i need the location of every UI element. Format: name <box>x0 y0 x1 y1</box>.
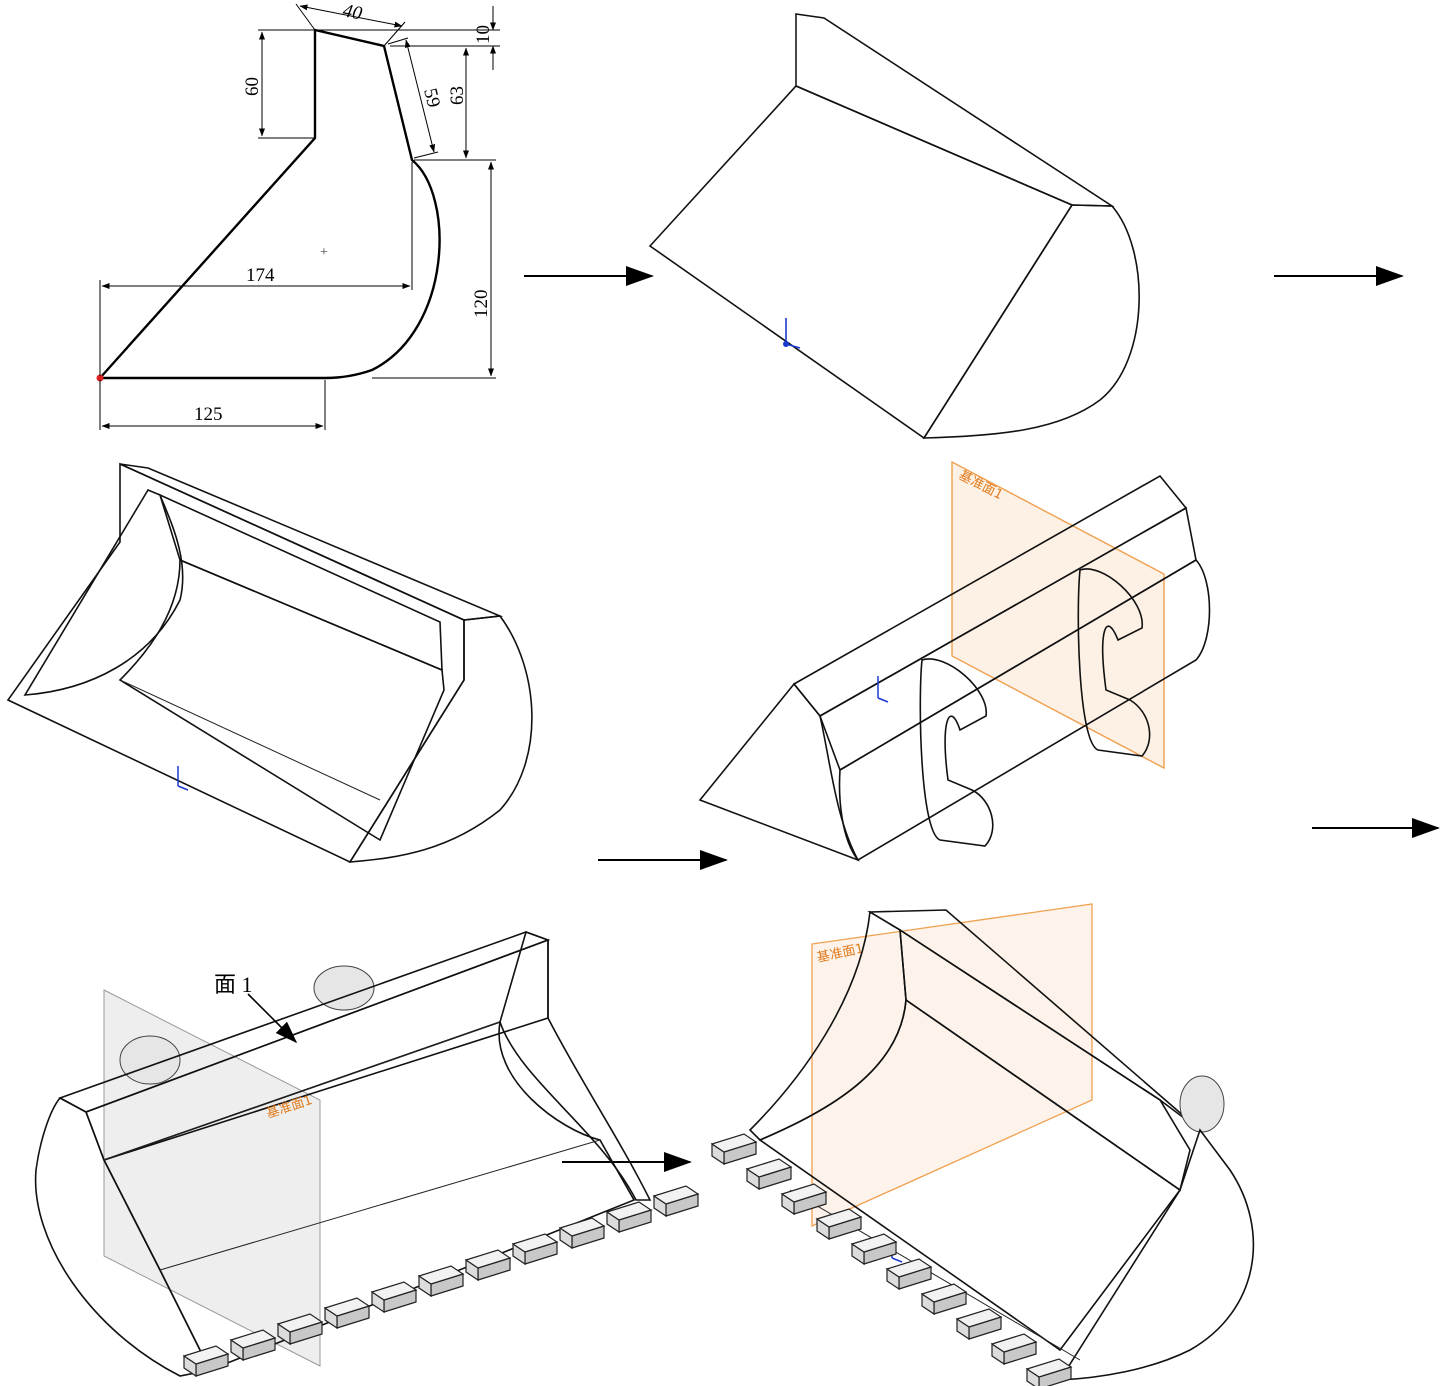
inner-side-face <box>23 488 184 696</box>
inner-surface <box>118 558 445 842</box>
right-side <box>499 930 652 1201</box>
tooth <box>745 1158 793 1178</box>
side-face <box>34 1096 212 1377</box>
dimension-60: 60 <box>242 29 315 139</box>
tooth <box>182 1345 230 1365</box>
blade-face <box>698 682 860 862</box>
svg-text:10: 10 <box>473 25 494 44</box>
side-face <box>922 204 1140 439</box>
tooth <box>652 1185 700 1205</box>
ear <box>1179 1075 1225 1133</box>
extruded-solid-panel <box>648 13 1140 440</box>
teeth-row <box>182 1185 700 1378</box>
reference-plane <box>951 460 1165 770</box>
tooth <box>815 1208 863 1228</box>
dimension-10: 10 <box>315 6 500 70</box>
tooth <box>605 1201 653 1221</box>
teeth-row <box>710 1133 1073 1386</box>
final-bucket-panel: 基准面1 <box>710 903 1255 1386</box>
svg-text:125: 125 <box>194 404 223 425</box>
svg-text:174: 174 <box>246 265 275 286</box>
ear-left <box>313 965 375 1011</box>
side-face <box>1058 1128 1255 1381</box>
shelled-bucket-panel <box>6 462 533 864</box>
dimension-120: 120 <box>372 159 496 379</box>
top-wall-face <box>795 13 1115 207</box>
svg-text:63: 63 <box>447 86 468 105</box>
bucket-with-ears-panel: 基准面1 <box>698 460 1211 862</box>
tooth <box>710 1133 758 1153</box>
dimension-59: 59 <box>387 37 444 159</box>
sketch-profile <box>97 28 441 380</box>
tooth <box>276 1313 324 1333</box>
tooth <box>955 1308 1003 1328</box>
svg-text:120: 120 <box>471 290 492 319</box>
tooth <box>850 1233 898 1253</box>
svg-text:60: 60 <box>242 77 263 96</box>
inner-back-wall <box>158 493 443 672</box>
tooth <box>229 1329 277 1349</box>
tooth <box>1025 1358 1073 1378</box>
coordinate-triad-icon <box>177 766 189 791</box>
svg-text:59: 59 <box>419 86 444 110</box>
bucket-with-teeth-panel: 基准面1 面 1 <box>34 930 700 1378</box>
ear-right <box>119 1035 181 1085</box>
dimension-40: 40 <box>295 0 406 47</box>
ear-left <box>919 658 994 847</box>
side-face <box>348 615 533 863</box>
tooth <box>780 1183 828 1203</box>
ear-right <box>1077 568 1151 757</box>
tooth <box>323 1297 371 1317</box>
tooth <box>417 1265 465 1285</box>
origin-point-icon <box>96 374 104 382</box>
sketch-panel: + 60 40 10 59 <box>96 0 500 430</box>
tooth <box>990 1333 1038 1353</box>
face-label: 面 1 <box>214 972 253 997</box>
tooth <box>885 1258 933 1278</box>
tooth <box>370 1281 418 1301</box>
coordinate-triad-icon <box>783 318 801 349</box>
dimension-125: 125 <box>99 380 326 430</box>
tooth <box>558 1217 606 1237</box>
drum-face <box>838 558 1211 862</box>
reference-plane <box>811 903 1093 1228</box>
sketch-center-mark: + <box>320 245 328 260</box>
dimension-174: 174 <box>99 162 413 376</box>
tooth <box>464 1249 512 1269</box>
side-face <box>748 910 907 1141</box>
coordinate-triad-icon <box>877 676 889 703</box>
face-pointer-arrow <box>247 993 298 1044</box>
reference-plane <box>103 989 321 1367</box>
tooth <box>920 1283 968 1303</box>
svg-text:40: 40 <box>341 0 364 24</box>
tooth <box>511 1233 559 1253</box>
